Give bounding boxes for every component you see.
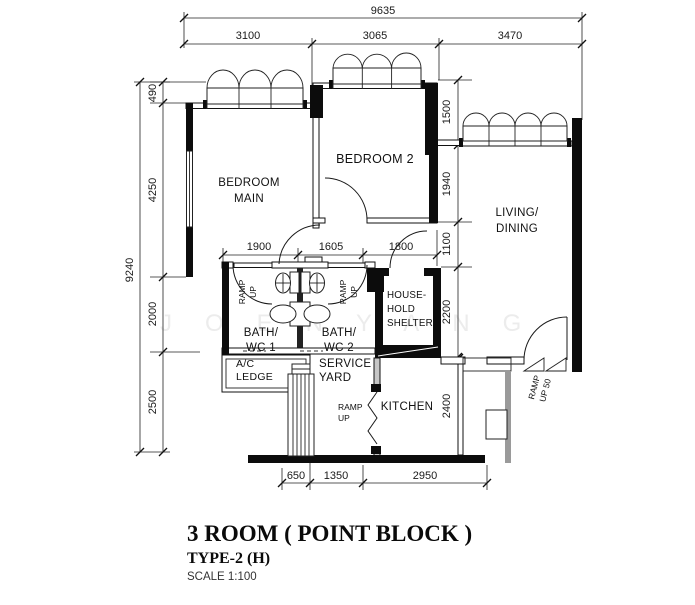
dim-left-1: 490 xyxy=(147,84,159,102)
dim-right-1: 1500 xyxy=(441,100,453,124)
service-yard-label-1: SERVICE xyxy=(319,358,371,370)
shelter-door-arc xyxy=(389,230,428,269)
entrance-door-arc xyxy=(523,316,568,361)
shelter-label-1: HOUSE- xyxy=(387,290,426,301)
shelter-label-2: HOLD xyxy=(387,304,415,315)
bedroom-main-door-arc xyxy=(278,224,321,265)
ac-ledge-label-1: A/C xyxy=(236,358,255,370)
bath1-ramp-label-1: RAMP xyxy=(237,279,247,304)
title-block: 3 ROOM ( POINT BLOCK ) TYPE-2 (H) SCALE … xyxy=(187,521,472,583)
bedroom-main-label-2: MAIN xyxy=(234,193,264,205)
plan-scale: SCALE 1:100 xyxy=(187,571,257,583)
dim-bottom-2: 1350 xyxy=(324,470,348,482)
entrance-exterior xyxy=(462,357,567,463)
dim-right-2: 1940 xyxy=(441,172,453,196)
dim-bottom-1: 650 xyxy=(287,470,305,482)
service-yard-door xyxy=(367,384,381,454)
dim-left-2: 4250 xyxy=(147,178,159,202)
windows xyxy=(186,52,568,228)
dim-mid-1: 1900 xyxy=(247,241,271,253)
bath2-ramp-label-2: UP xyxy=(349,286,359,298)
plan-title: 3 ROOM ( POINT BLOCK ) xyxy=(187,521,472,546)
dim-right-4: 2200 xyxy=(441,300,453,324)
bedroom2-door-arc xyxy=(324,177,368,221)
bedroom-main-label-1: BEDROOM xyxy=(218,177,280,189)
dim-right-5: 2400 xyxy=(441,394,453,418)
dim-right-3: 1100 xyxy=(441,232,453,256)
watermark-text: JOENYANG xyxy=(160,310,554,337)
bath-vents xyxy=(243,349,323,353)
dim-left-3: 2000 xyxy=(147,302,159,326)
bath1-door-arc xyxy=(232,264,273,305)
dim-overall-height: 9240 xyxy=(124,258,136,282)
room-labels: BEDROOM MAIN BEDROOM 2 LIVING/ DINING BA… xyxy=(218,152,539,413)
bathroom-fixtures xyxy=(269,271,331,327)
living-label-1: LIVING/ xyxy=(495,207,539,219)
bath2-label-1: BATH/ xyxy=(322,327,357,339)
plan-type: TYPE-2 (H) xyxy=(187,550,270,567)
service-yard-label-2: YARD xyxy=(319,372,351,384)
sy-ramp-label-1: RAMP xyxy=(338,402,363,412)
shelter-label-3: SHELTER xyxy=(387,318,433,329)
dim-bottom-3: 2950 xyxy=(413,470,437,482)
dim-left-4: 2500 xyxy=(147,390,159,414)
bath2-ramp-label-1: RAMP xyxy=(338,279,348,304)
structural-walls xyxy=(186,80,582,463)
bath2-label-2: WC 2 xyxy=(324,342,354,354)
bath1-ramp-label-2: UP xyxy=(248,286,258,298)
dim-mid-2: 1605 xyxy=(319,241,343,253)
dim-top-3: 3470 xyxy=(498,30,522,42)
bath2-door-arc xyxy=(327,264,368,305)
living-label-2: DINING xyxy=(496,223,538,235)
dim-mid-3: 1800 xyxy=(389,241,413,253)
bath-door-leaves xyxy=(233,262,366,268)
doors xyxy=(232,177,568,454)
kitchen-label: KITCHEN xyxy=(381,401,434,413)
dim-overall-width: 9635 xyxy=(371,5,395,17)
sy-ramp-label-2: UP xyxy=(338,413,350,423)
bath1-label-2: WC 1 xyxy=(246,342,276,354)
bedroom2-label: BEDROOM 2 xyxy=(336,152,414,166)
dimension-labels: 9635 3100 3065 3470 9240 490 4250 2000 2… xyxy=(124,5,522,482)
striped-screen xyxy=(287,373,315,457)
dim-top-2: 3065 xyxy=(363,30,387,42)
dim-top-1: 3100 xyxy=(236,30,260,42)
dimension-lines xyxy=(134,12,587,490)
bath1-label-1: BATH/ xyxy=(244,327,279,339)
ac-ledge-label-2: LEDGE xyxy=(236,371,273,383)
